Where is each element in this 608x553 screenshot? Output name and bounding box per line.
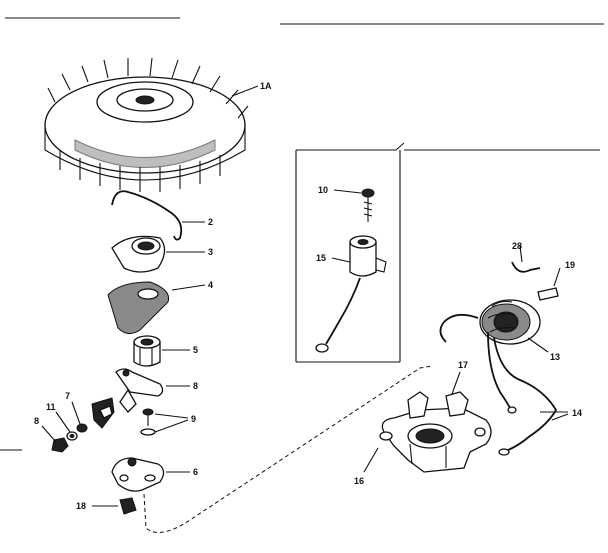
label-spring-clip: 28 <box>512 241 522 251</box>
coil <box>479 299 541 345</box>
leader-16 <box>363 447 379 473</box>
flywheel <box>44 57 249 192</box>
label-clip: 18 <box>76 501 86 511</box>
label-nut: 8 <box>34 416 39 426</box>
label-wires: 14 <box>572 408 582 418</box>
clip <box>119 497 137 515</box>
spring-clip <box>511 261 541 273</box>
label-flywheel: 1A <box>260 81 272 91</box>
leader-19 <box>553 267 561 287</box>
condenser-screw <box>361 188 375 222</box>
label-cam: 5 <box>193 345 198 355</box>
box-top-edge <box>296 142 405 151</box>
label-breaker-arm: 8 <box>193 381 198 391</box>
leader-17 <box>451 371 461 395</box>
retainer <box>111 235 166 273</box>
dashed-ground-path <box>143 365 433 533</box>
label-coil: 13 <box>550 352 560 362</box>
leader-9a <box>154 413 189 419</box>
washer <box>66 431 78 441</box>
contact-set <box>91 397 115 429</box>
leader-1a <box>231 85 259 97</box>
label-bracket: 17 <box>458 360 468 370</box>
terminal <box>537 287 559 301</box>
leader-9b <box>154 419 189 433</box>
leader-15 <box>331 257 351 263</box>
label-base: 6 <box>193 467 198 477</box>
label-condenser-screw: 10 <box>318 185 328 195</box>
leader-11 <box>55 411 71 433</box>
coil-wires <box>439 313 558 456</box>
label-screw-set: 9 <box>191 414 196 424</box>
label-terminal: 19 <box>565 260 575 270</box>
label-retainer: 3 <box>208 247 213 257</box>
screw <box>76 423 88 433</box>
spring-wire <box>111 190 183 241</box>
leader-14b <box>551 413 569 421</box>
leader-10 <box>333 189 362 194</box>
base-plate <box>111 457 165 492</box>
label-bracket-screw: 16 <box>354 476 364 486</box>
breaker-arm <box>115 368 164 413</box>
leader-28 <box>519 245 523 263</box>
screw-set <box>140 408 156 436</box>
label-spring: 2 <box>208 217 213 227</box>
condenser <box>315 235 387 353</box>
leader-4 <box>171 284 206 291</box>
leader-13 <box>527 337 549 353</box>
leader-7 <box>71 401 81 425</box>
label-washer: 11 <box>46 402 56 412</box>
cam <box>133 335 161 367</box>
leader-8b <box>41 425 57 443</box>
label-gasket: 4 <box>208 280 213 290</box>
gasket <box>107 281 170 334</box>
bracket <box>379 391 492 473</box>
label-screw: 7 <box>65 391 70 401</box>
label-condenser: 15 <box>316 253 326 263</box>
